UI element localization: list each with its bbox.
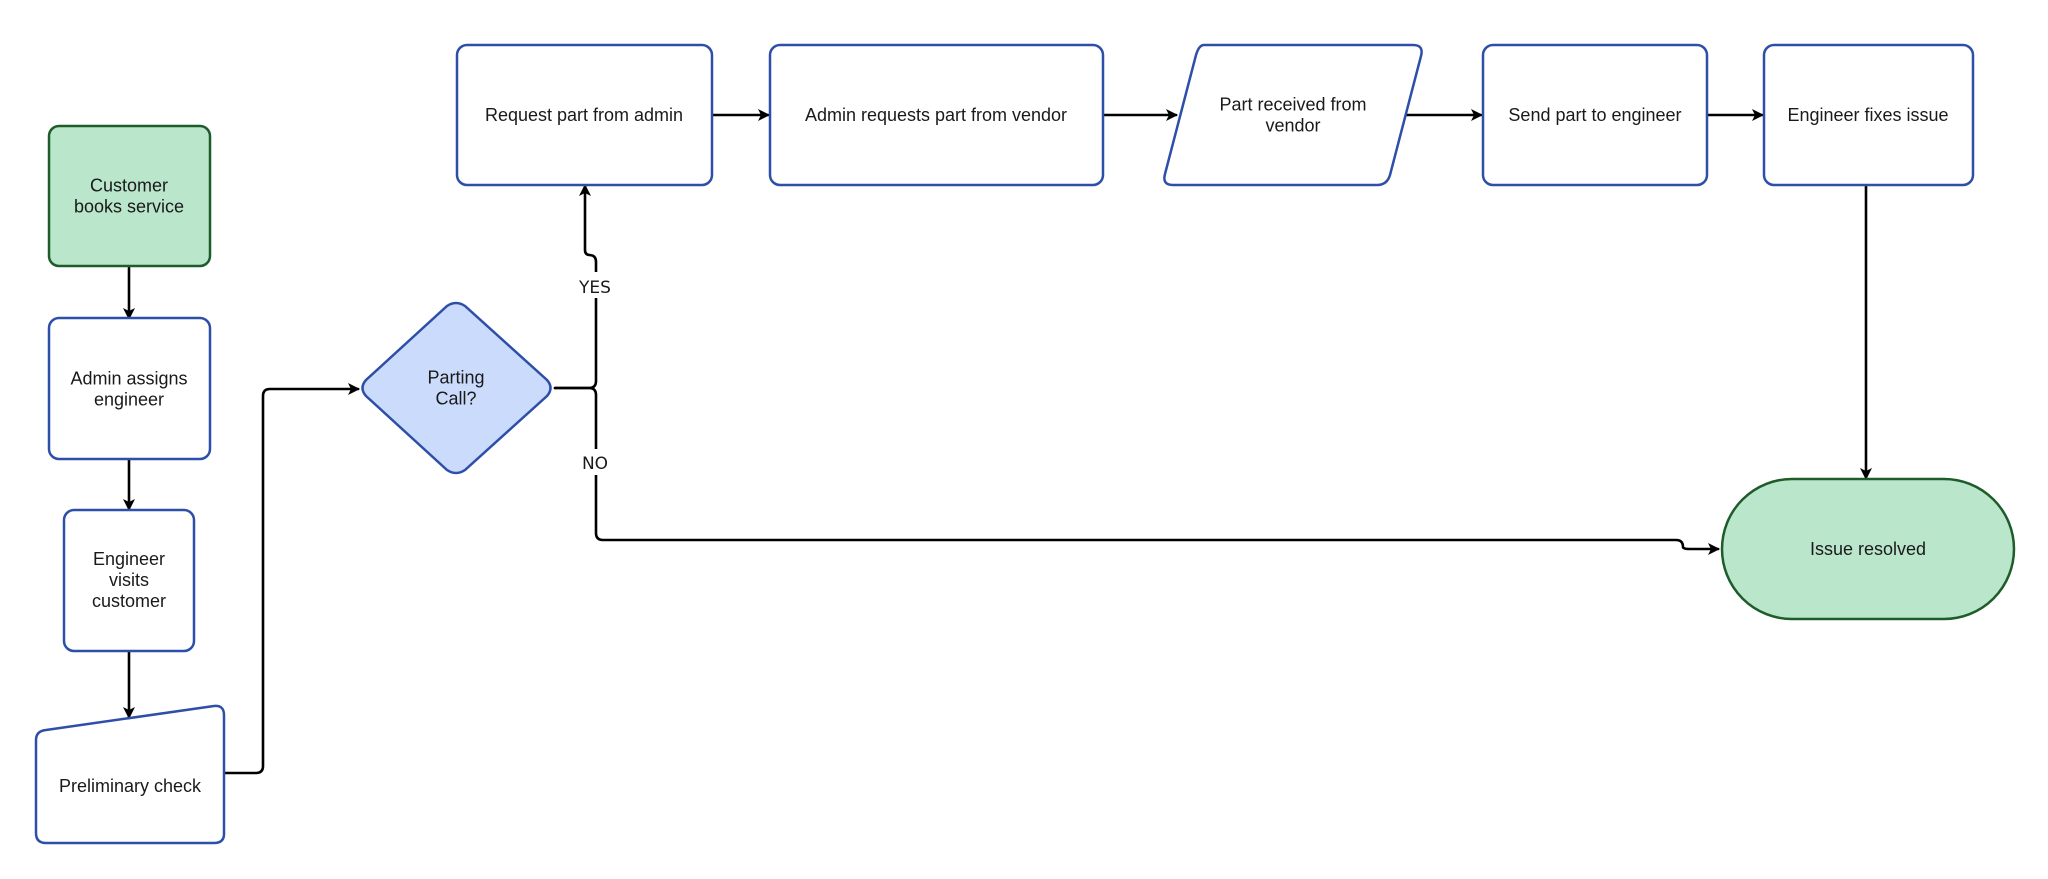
edge-labels: YES NO [572,272,618,475]
node-label-line: Send part to engineer [1508,105,1681,125]
node-label-line: Engineer [93,549,165,569]
edge-preliminary-to-decision [222,383,360,775]
node-label-line: Request part from admin [485,105,683,125]
node-label: Preliminary check [59,776,202,796]
node-label: Issue resolved [1810,539,1926,559]
node-label: Admin requests part from vendor [805,105,1067,125]
node-label-line: Issue resolved [1810,539,1926,559]
no-label: NO [582,454,608,474]
node-label-line: Part received from [1219,95,1366,115]
yes-label-bg [572,272,618,298]
yes-label: YES [578,278,611,298]
node-admin-requests-part-from-vendor[interactable]: Admin requests part from vendor [768,43,1105,187]
node-request-part-from-admin[interactable]: Request part from admin [455,43,714,187]
node-label: Engineer fixes issue [1787,105,1948,125]
node-label-line: Admin assigns [70,369,187,389]
node-engineer-fixes-issue[interactable]: Engineer fixes issue [1762,43,1975,187]
node-label-line: Parting [427,368,484,388]
node-label-line: Preliminary check [59,776,202,796]
no-label-bg [576,449,616,475]
node-label: Request part from admin [485,105,683,125]
node-label-line: Admin requests part from vendor [805,105,1067,125]
edge-decision-no-to-resolved [553,386,1720,555]
node-label-line: vendor [1265,116,1320,136]
node-preliminary-check[interactable]: Preliminary check [34,704,226,845]
edge-decision-yes-to-request [553,184,598,390]
node-send-part-to-engineer[interactable]: Send part to engineer [1481,43,1709,187]
edges [123,109,1872,775]
node-label-line: Engineer fixes issue [1787,105,1948,125]
node-label-line: Call? [435,389,476,409]
node-label-line: books service [74,197,184,217]
node-label-line: visits [109,570,149,590]
node-label-line: engineer [94,390,164,410]
node-label-line: Customer [90,176,168,196]
node-label-line: customer [92,591,166,611]
node-label: Send part to engineer [1508,105,1681,125]
node-issue-resolved[interactable]: Issue resolved [1720,477,2016,621]
